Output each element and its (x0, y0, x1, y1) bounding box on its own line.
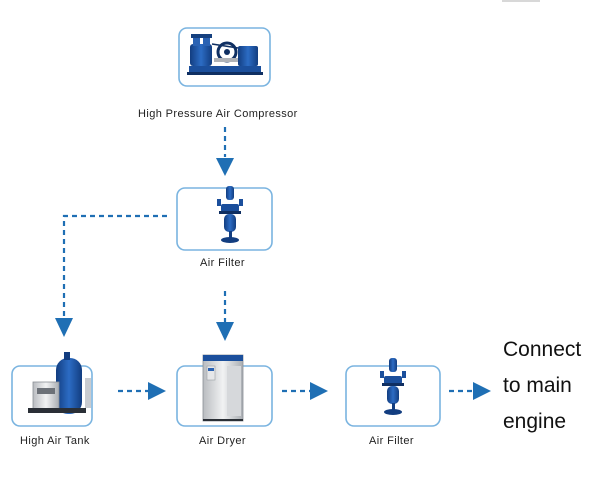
arrowheads (55, 158, 491, 400)
connect-to-main-engine-text: Connect to main engine (503, 332, 599, 440)
connect-line-1: Connect (503, 338, 582, 361)
filter-right-node (345, 358, 441, 427)
tank-label: High Air Tank (20, 435, 90, 447)
air-filter-icon (217, 186, 243, 243)
connector-arrows (62, 127, 473, 393)
filter-top-node (176, 186, 273, 251)
air-compressor-icon (187, 34, 263, 75)
air-tank-icon (28, 352, 91, 414)
dryer-label: Air Dryer (199, 435, 246, 447)
air-dryer-icon (202, 354, 244, 422)
arrow-filter-to-tank (62, 214, 167, 318)
compressor-label: High Pressure Air Compressor (138, 108, 298, 120)
connect-line-2: to main (503, 374, 572, 397)
connect-line-3: engine (503, 410, 567, 433)
air-filter-icon (380, 358, 406, 415)
filter-top-label: Air Filter (200, 257, 245, 269)
compressor-node (178, 27, 271, 87)
top-edge-decoration (502, 0, 540, 2)
filter-right-label: Air Filter (369, 435, 414, 447)
tank-node (11, 352, 93, 427)
dryer-node (176, 354, 273, 427)
